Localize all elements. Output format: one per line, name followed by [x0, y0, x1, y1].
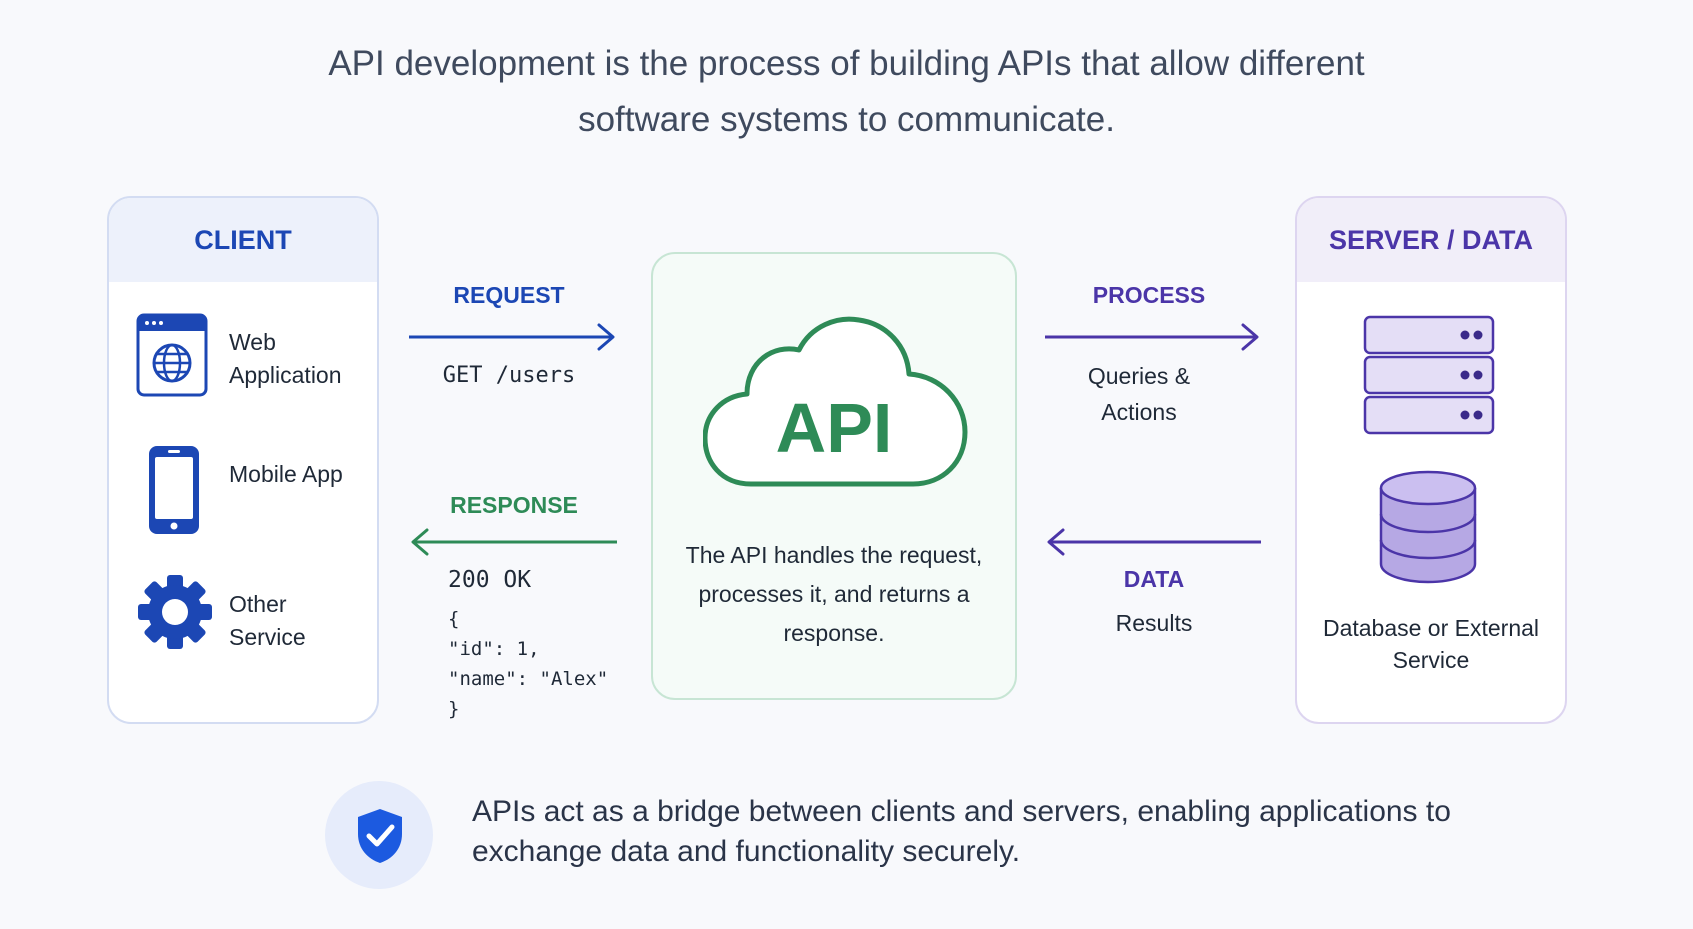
request-arrow [409, 323, 615, 351]
response-arrow [411, 528, 617, 556]
client-item-web: Web Application [109, 312, 377, 402]
data-arrow [1047, 528, 1261, 556]
database-icon [1378, 470, 1478, 589]
data-detail: Results [1115, 610, 1193, 636]
client-item-label: Mobile App [229, 461, 343, 487]
process-detail: Queries & Actions [1087, 363, 1191, 425]
response-body-line: "name": "Alex" [448, 668, 609, 690]
shield-check-icon [355, 807, 405, 870]
process-arrow [1045, 323, 1259, 351]
request-detail: GET /users [442, 363, 576, 388]
headline: API development is the process of buildi… [328, 44, 1365, 139]
gear-icon [137, 574, 213, 655]
shield-badge [325, 781, 433, 889]
response-body: { "id": 1, "name": "Alex" } [448, 604, 608, 724]
mobile-phone-icon [147, 444, 201, 541]
response-body-line: } [448, 698, 460, 720]
api-description-text: The API handles the request, processes i… [685, 542, 983, 646]
client-title: CLIENT [109, 198, 377, 282]
response-body-line: "id": 1, [448, 638, 540, 660]
client-item-label: Other Service [229, 591, 306, 650]
browser-globe-icon [135, 312, 209, 403]
data-title: DATA [1123, 566, 1185, 592]
api-description: The API handles the request, processes i… [653, 536, 1015, 653]
request-title: REQUEST [453, 282, 565, 308]
api-card: API The API handles the request, process… [651, 252, 1017, 700]
api-label: API [775, 389, 893, 467]
server-rack-icon [1362, 314, 1496, 441]
cloud-icon [703, 316, 968, 487]
response-title: RESPONSE [450, 492, 578, 518]
server-caption: Database or External Service [1322, 615, 1540, 673]
client-card: CLIENT Web Application Mobile App [107, 196, 379, 724]
client-item-label: Web Application [229, 329, 342, 388]
response-status: 200 OK [448, 567, 532, 593]
footer-text: APIs act as a bridge between clients and… [472, 795, 1451, 868]
response-body-line: { [448, 608, 460, 630]
server-card: SERVER / DATA Database or External Servi… [1295, 196, 1567, 724]
client-item-service: Other Service [109, 574, 377, 664]
process-title: PROCESS [1092, 282, 1206, 308]
client-item-mobile: Mobile App [109, 444, 377, 534]
server-title: SERVER / DATA [1297, 198, 1565, 282]
